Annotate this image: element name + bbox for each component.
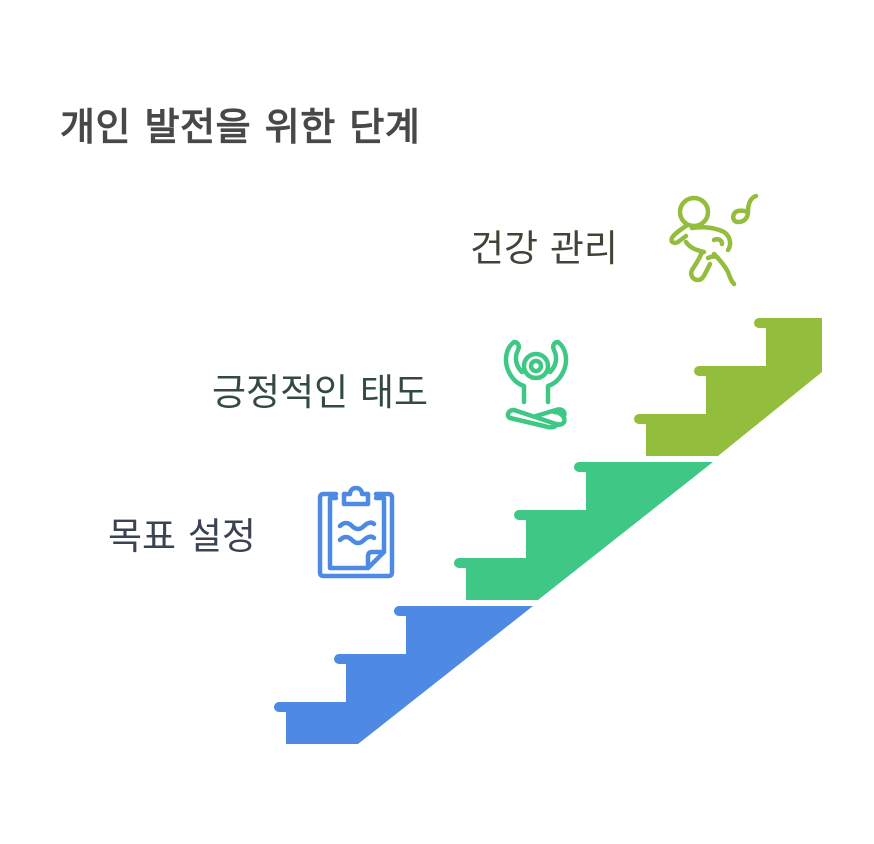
step-label-goal-setting: 목표 설정 xyxy=(108,515,256,558)
dancing-person-music-icon xyxy=(669,193,759,287)
meditation-person-icon xyxy=(503,339,569,430)
diagram-title: 개인 발전을 위한 단계 xyxy=(60,105,421,149)
step-label-health-care: 건강 관리 xyxy=(470,227,618,270)
step-label-positive-attitude: 긍정적인 태도 xyxy=(212,371,429,414)
clipboard-icon xyxy=(317,485,395,579)
stair-segment-positive-attitude xyxy=(454,462,713,600)
stair-segment-goal-setting xyxy=(274,606,533,744)
stair-segment-health-care xyxy=(634,318,822,456)
